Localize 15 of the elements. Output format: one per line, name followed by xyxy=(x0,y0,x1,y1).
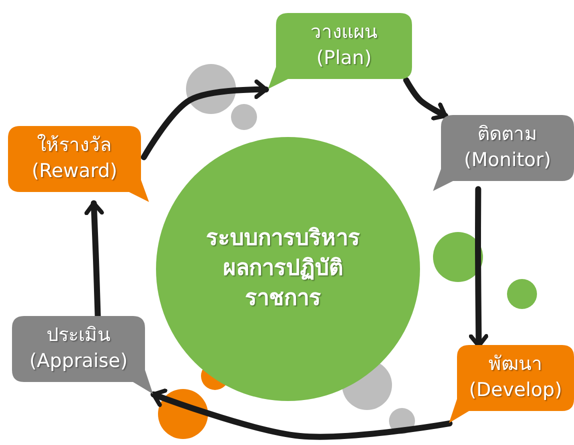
center-title: ระบบการบริหารผลการปฏิบัติราชการ xyxy=(205,225,361,313)
step-english-label: (Appraise) xyxy=(29,349,128,374)
step-label: ติดตาม xyxy=(478,122,538,148)
step-english-label: (Develop) xyxy=(468,378,562,403)
step-label: พัฒนา xyxy=(488,352,542,378)
step-label: ให้รางวัล xyxy=(37,133,112,158)
arrow xyxy=(140,80,269,160)
arrow xyxy=(150,388,453,440)
step-label: วางแผน xyxy=(310,20,378,46)
arrow xyxy=(403,77,448,120)
arrow xyxy=(84,200,104,319)
step-english-label: (Monitor) xyxy=(464,148,552,173)
step-english-label: (Plan) xyxy=(316,46,372,71)
step-label: ประเมิน xyxy=(46,323,110,348)
step-english-label: (Reward) xyxy=(32,159,118,184)
